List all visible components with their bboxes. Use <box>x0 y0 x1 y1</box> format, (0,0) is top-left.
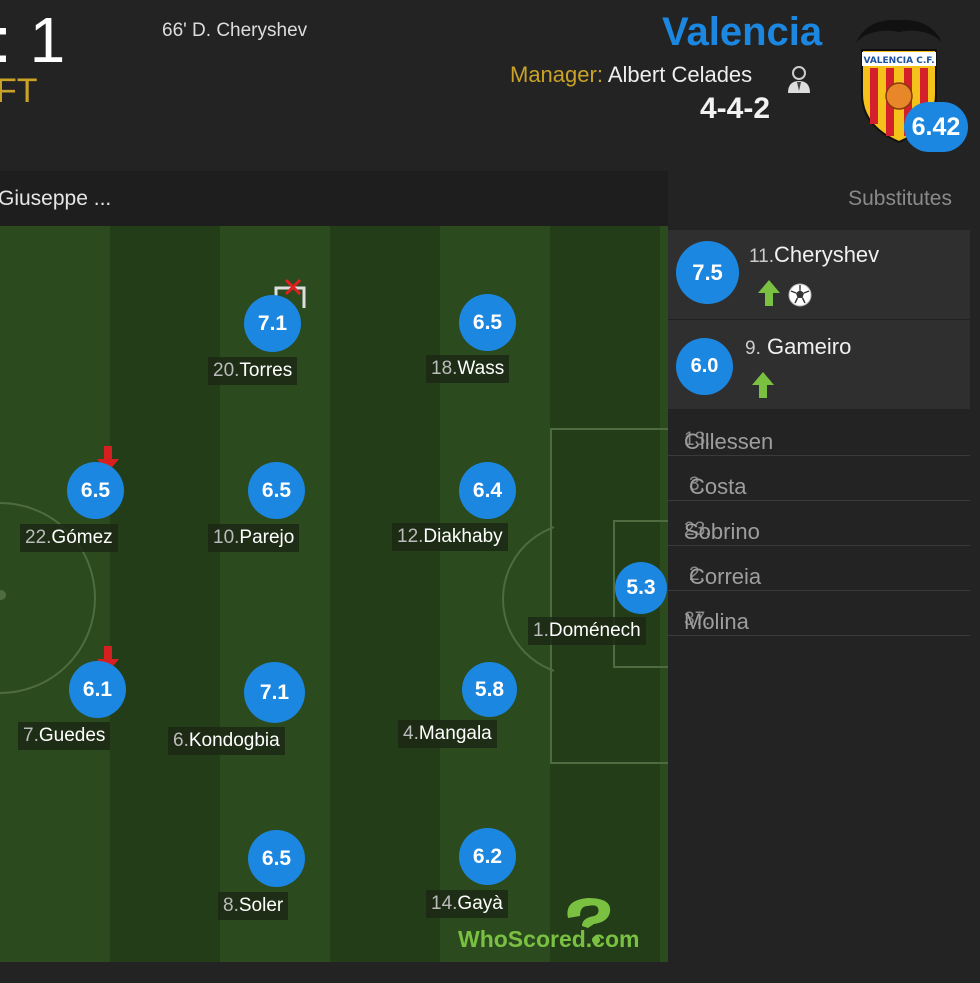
player-rating: 6.4 <box>459 462 516 519</box>
player-rating: 6.5 <box>248 830 305 887</box>
player-name-label: 12.Diakhaby <box>392 523 508 551</box>
substitutes-title: Substitutes <box>848 187 952 210</box>
player-name-label: 14.Gayà <box>426 890 508 918</box>
manager-info: Manager: Albert Celades <box>510 62 752 88</box>
player-name-label: 4.Mangala <box>398 720 497 748</box>
sub-row-correia[interactable]: 2. Correia <box>668 546 970 591</box>
sub-card-gameiro[interactable]: 6.0 9. Gameiro <box>668 320 970 410</box>
manager-name[interactable]: Albert Celades <box>607 62 753 87</box>
player-name-label: 20.Torres <box>208 357 298 385</box>
pitch: 7.1 20.Torres 6.5 18.Wass 6.5 22.Gómez 6… <box>0 226 668 962</box>
player-name-label: 18.Wass <box>426 355 510 383</box>
sub-row-costa[interactable]: 3. Costa <box>668 456 970 501</box>
match-status: FT <box>0 72 38 110</box>
player-name-label: 7.Guedes <box>18 722 111 750</box>
manager-icon <box>788 66 810 93</box>
goal-event: 66' D. Cheryshev <box>162 20 308 41</box>
sub-name: 9. Gameiro <box>745 334 852 359</box>
match-score: : 1 <box>0 4 66 76</box>
player-rating: 6.5 <box>248 462 305 519</box>
player-rating: 6.1 <box>69 661 126 718</box>
goal-area <box>613 520 668 668</box>
player-rating: 6.2 <box>459 828 516 885</box>
player-rating: 7.1 <box>244 295 301 352</box>
player-name-label: 8.Soler <box>218 892 289 920</box>
substitutes-header: Substitutes <box>668 171 980 226</box>
player-name-label: 6.Kondogbia <box>168 727 285 755</box>
player-rating: 6.5 <box>67 462 124 519</box>
sub-card-cheryshev[interactable]: 7.5 11.Cheryshev <box>668 230 970 320</box>
opponent-manager-truncated: Giuseppe ... <box>0 187 112 210</box>
player-name-label: 10.Parejo <box>208 524 300 552</box>
player-rating: 6.5 <box>459 294 516 351</box>
player-name-label: 1.Doménech <box>528 617 646 645</box>
team-name[interactable]: Valencia <box>662 10 823 54</box>
sub-on-arrow-icon <box>752 372 774 398</box>
formation: 4-4-2 <box>700 92 771 125</box>
sub-on-arrow-icon <box>758 280 780 306</box>
center-spot <box>0 590 6 600</box>
player-rating: 7.1 <box>244 662 305 723</box>
crest-text: VALENCIA C.F. <box>863 56 934 66</box>
player-rating: 6.0 <box>676 338 733 395</box>
ball-icon <box>788 283 812 307</box>
sub-row-cillessen[interactable]: 13.Cillessen <box>668 411 970 456</box>
sub-row-molina[interactable]: 37.Molina <box>668 591 970 636</box>
sub-name: 11.Cheryshev <box>749 242 880 267</box>
player-name-label: 22.Gómez <box>20 524 118 552</box>
sub-row-sobrino[interactable]: 23.Sobrino <box>668 501 970 546</box>
player-rating: 5.8 <box>462 662 517 717</box>
whoscored-logo-icon: WhoScored.com <box>458 898 639 952</box>
manager-label: Manager: <box>510 62 603 87</box>
pitch-header: Giuseppe ... <box>0 171 668 226</box>
watermark-text: WhoScored.com <box>458 926 639 952</box>
player-rating: 5.3 <box>615 562 667 614</box>
team-rating: 6.42 <box>904 102 968 152</box>
player-rating: 7.5 <box>676 241 739 304</box>
